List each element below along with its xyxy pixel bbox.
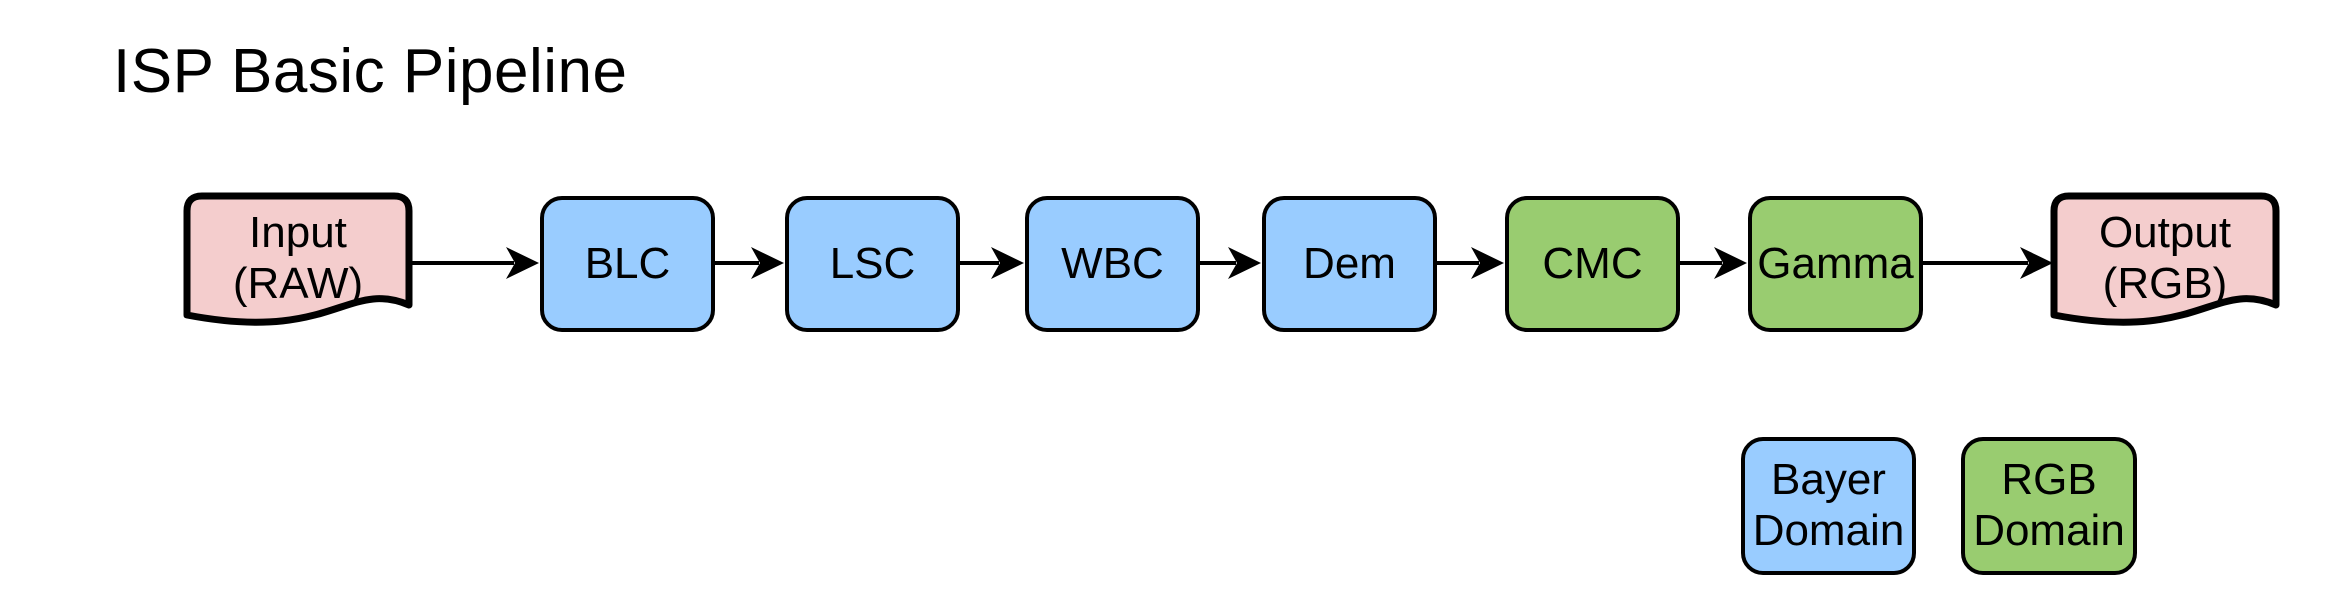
node-label-blc: BLC bbox=[584, 238, 671, 288]
pipeline-node-gamma: Gamma bbox=[1748, 196, 1923, 332]
legend-label-bayer-domain: Bayer Domain bbox=[1752, 455, 1905, 555]
legend-rgb-domain: RGB Domain bbox=[1961, 437, 2137, 575]
legend-label-rgb-domain: RGB Domain bbox=[1973, 455, 2125, 555]
node-label-input-raw: Input (RAW) bbox=[232, 208, 364, 308]
pipeline-node-input-raw: Input (RAW) bbox=[183, 191, 413, 339]
node-label-output-rgb: Output (RGB) bbox=[2098, 208, 2232, 308]
arrow-blc-to-lsc bbox=[715, 247, 784, 279]
arrow-wbc-to-dem bbox=[1200, 247, 1261, 279]
document-shape-icon bbox=[2050, 192, 2280, 326]
diagram-title: ISP Basic Pipeline bbox=[113, 37, 628, 106]
arrow-lsc-to-wbc bbox=[960, 247, 1024, 279]
pipeline-node-lsc: LSC bbox=[785, 196, 960, 332]
arrow-gamma-to-output bbox=[1923, 247, 2053, 279]
node-label-cmc: CMC bbox=[1542, 238, 1643, 288]
node-label-dem: Dem bbox=[1303, 238, 1396, 288]
document-shape-icon bbox=[183, 192, 413, 326]
pipeline-node-dem: Dem bbox=[1262, 196, 1437, 332]
legend-bayer-domain: Bayer Domain bbox=[1741, 437, 1916, 575]
arrow-input-to-blc bbox=[409, 247, 539, 279]
pipeline-node-output-rgb: Output (RGB) bbox=[2050, 191, 2280, 339]
arrow-dem-to-cmc bbox=[1437, 247, 1504, 279]
pipeline-node-cmc: CMC bbox=[1505, 196, 1680, 332]
arrow-cmc-to-gamma bbox=[1680, 247, 1747, 279]
pipeline-node-blc: BLC bbox=[540, 196, 715, 332]
node-label-gamma: Gamma bbox=[1757, 238, 1914, 288]
node-label-lsc: LSC bbox=[829, 238, 916, 288]
node-label-wbc: WBC bbox=[1061, 238, 1164, 288]
pipeline-node-wbc: WBC bbox=[1025, 196, 1200, 332]
